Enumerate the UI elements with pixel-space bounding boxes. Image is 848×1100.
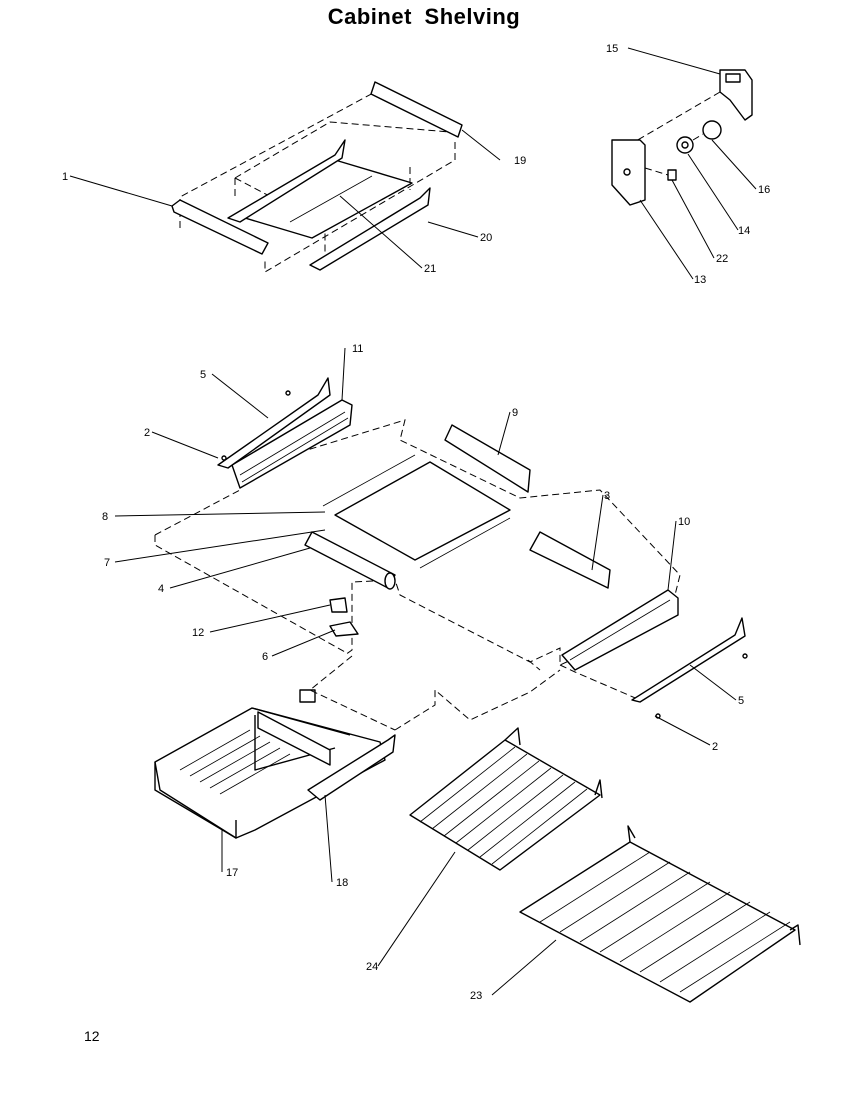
- callout-19: 19: [514, 155, 526, 167]
- hinge-assembly: [611, 69, 753, 206]
- center-glass-shelf: [334, 461, 511, 561]
- callout-3: 3: [604, 490, 610, 502]
- main-shelf-assembly: [154, 377, 748, 731]
- callout-11: 11: [352, 343, 363, 355]
- wire-shelf-small: [409, 727, 603, 871]
- callout-labels: 1 2 2 3 4 5 5 6 7 8 9 10 11 12 13 14 15 …: [62, 43, 770, 1002]
- callout-2: 2: [144, 427, 150, 439]
- page-number: 12: [84, 1028, 100, 1044]
- callout-10: 10: [678, 516, 690, 528]
- callout-7: 7: [104, 557, 110, 569]
- crisper-pan-cover: [307, 734, 396, 801]
- rear-shelf-rail: [370, 81, 463, 138]
- front-shelf-trim: [171, 199, 269, 255]
- callout-9: 9: [512, 407, 518, 419]
- spacer: [667, 169, 677, 181]
- front-shelf-trim: [304, 531, 396, 589]
- slide-clip: [329, 621, 359, 637]
- right-shelf-bracket: [631, 617, 746, 703]
- callout-22: 22: [716, 253, 728, 265]
- rear-shelf-support: [444, 424, 531, 493]
- page-title: Cabinet Shelving: [327, 4, 521, 29]
- upper-shelf-assembly: [171, 81, 463, 273]
- shelf-support: [529, 531, 611, 589]
- callout-23: 23: [470, 990, 482, 1002]
- callout-15: 15: [606, 43, 618, 55]
- callout-4: 4: [158, 583, 164, 595]
- callout-5b: 5: [738, 695, 744, 707]
- callout-21: 21: [424, 263, 436, 275]
- wire-shelf-large: [519, 825, 801, 1003]
- washer: [702, 120, 722, 140]
- callout-13: 13: [694, 274, 706, 286]
- crisper-pan-assembly: [154, 689, 396, 839]
- callout-24: 24: [366, 961, 378, 973]
- callout-17: 17: [226, 867, 238, 879]
- callout-1: 1: [62, 171, 68, 183]
- callout-16: 16: [758, 184, 770, 196]
- retainer-clip: [329, 597, 348, 613]
- callout-2b: 2: [712, 741, 718, 753]
- callout-leaders: [69, 47, 757, 996]
- callout-20: 20: [480, 232, 492, 244]
- left-shelf-bracket: [217, 377, 331, 469]
- callout-18: 18: [336, 877, 348, 889]
- crisper-divider: [257, 711, 331, 766]
- callout-6: 6: [262, 651, 268, 663]
- callout-8: 8: [102, 511, 108, 523]
- callout-14: 14: [738, 225, 750, 237]
- left-shelf-bracket: [227, 139, 346, 223]
- right-shelf-bracket: [309, 187, 431, 271]
- callout-12: 12: [192, 627, 204, 639]
- callout-5: 5: [200, 369, 206, 381]
